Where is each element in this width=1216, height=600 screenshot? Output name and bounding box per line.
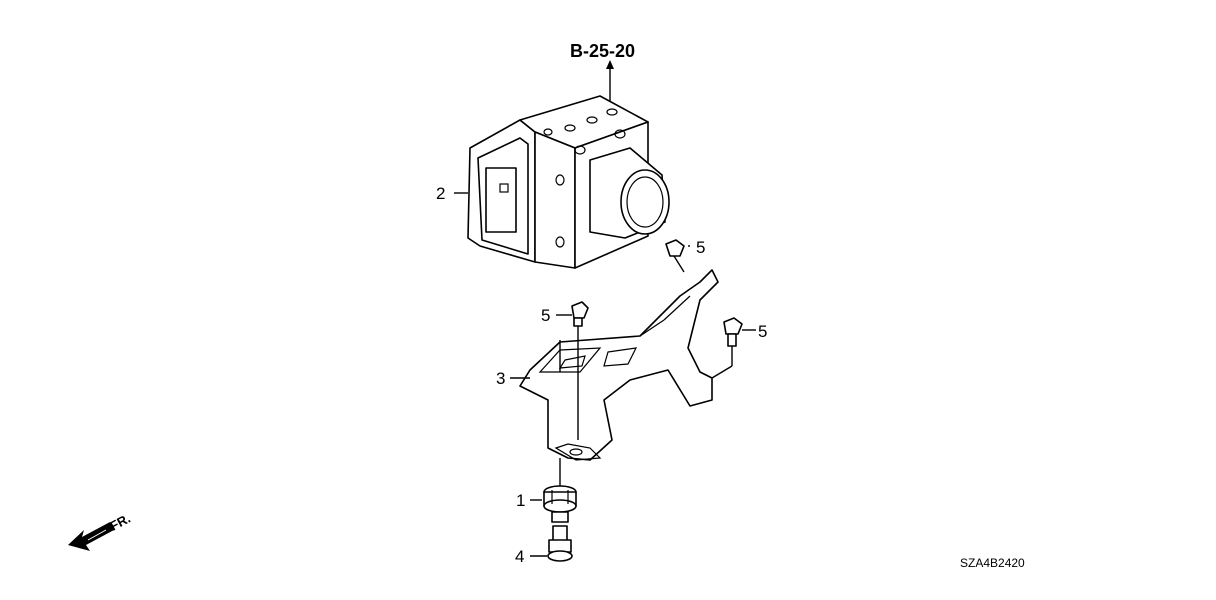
callout-3[interactable]: 3 [496,369,505,388]
bracket[interactable] [519,269,719,461]
flange-bolt-center[interactable] [571,301,589,327]
flange-bolt-upper[interactable] [665,239,685,273]
callout-1[interactable]: 1 [516,491,525,510]
leader-lines [454,192,756,557]
modulator-assembly[interactable] [467,95,670,269]
callout-5-center[interactable]: 5 [541,306,550,325]
flange-bolt-right[interactable] [723,317,743,347]
collar-bolt[interactable] [547,525,573,562]
front-direction-arrow-icon [68,522,114,551]
reference-arrow [606,60,614,104]
callout-2[interactable]: 2 [436,184,445,203]
reference-label[interactable]: B-25-20 [570,41,635,61]
callout-5-right[interactable]: 5 [758,322,767,341]
callout-5-upper[interactable]: 5 [696,238,705,257]
diagram-code: SZA4B2420 [960,556,1025,570]
rubber-mount[interactable] [543,485,577,523]
callout-4[interactable]: 4 [515,547,524,566]
